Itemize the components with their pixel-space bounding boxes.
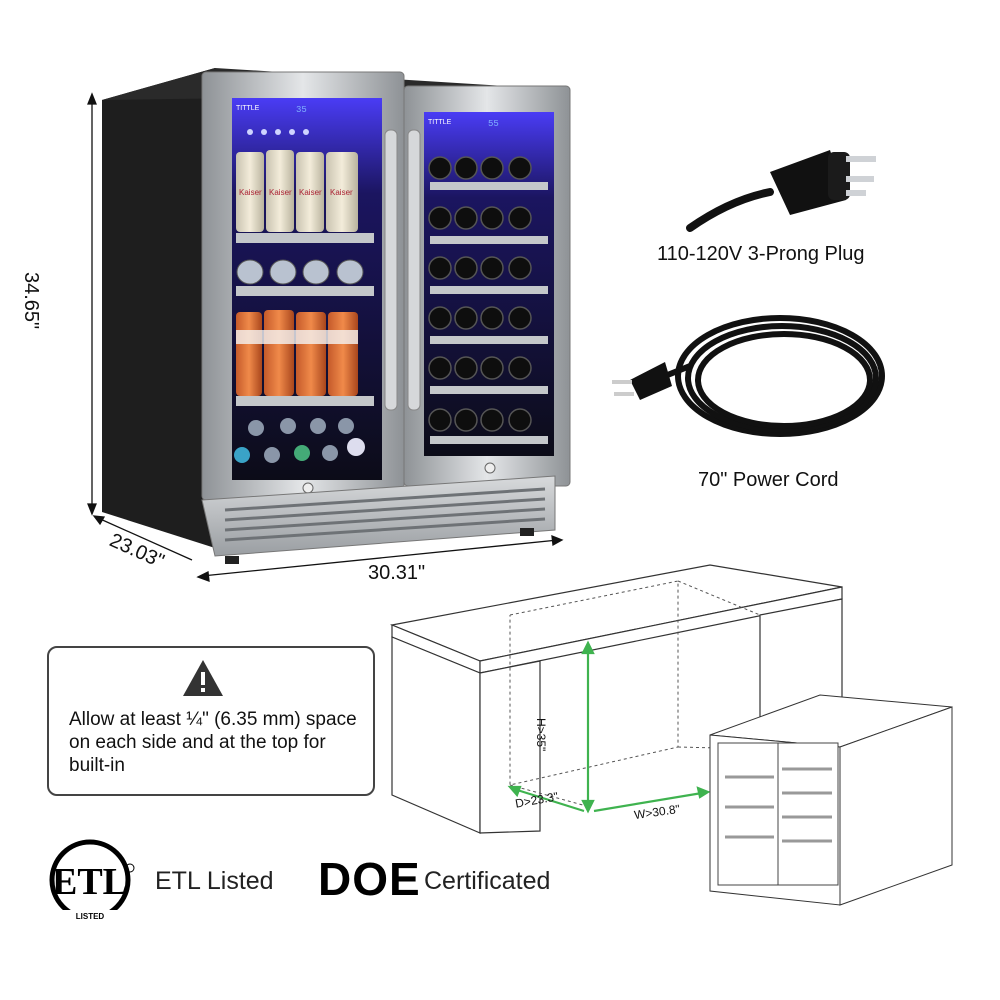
right-handle [407,129,421,411]
doe-label: Certificated [424,867,551,895]
left-handle [384,129,398,411]
height-label: 34.65" [20,272,42,330]
cord-plug [612,362,672,400]
etl-label: ETL Listed [155,867,274,895]
plug-illustration [686,150,876,232]
doe-logo: DOE [318,853,421,905]
can-row-orange [236,310,358,396]
brand-right: TITTLE [428,119,452,126]
cord-illustration [658,315,885,437]
can-row-top: Kaiser Kaiser Kaiser Kaiser [236,150,358,232]
svg-text:ETL: ETL [52,861,128,903]
height-requirement-label: H>35" [534,718,548,752]
install-diagram [389,564,953,906]
wine-racks [428,156,548,444]
right-lock [484,462,496,474]
display-left: 35 [296,105,307,115]
left-lock [302,482,314,494]
etl-logo: ETL LISTED [49,839,135,922]
svg-text:LISTED: LISTED [76,912,105,921]
brand-left: TITTLE [236,105,260,112]
warning-icon [183,660,223,696]
can-row-middle [236,259,364,285]
clearance-note-text: Allow at least ¼" (6.35 mm) space on eac… [69,709,357,776]
svg-text:Kaiser: Kaiser [269,188,292,197]
svg-text:Kaiser: Kaiser [330,188,353,197]
svg-text:Kaiser: Kaiser [239,188,262,197]
cabinet-side [102,68,215,548]
cord-caption: 70" Power Cord [698,469,839,491]
clearance-note: Allow at least ¼" (6.35 mm) space on eac… [47,646,375,796]
small-cooler [709,694,953,906]
svg-text:Kaiser: Kaiser [299,188,322,197]
width-label: 30.31" [368,562,426,584]
display-right: 55 [488,119,499,129]
can-row-bottom [234,418,365,463]
plug-caption: 110-120V 3-Prong Plug [657,243,865,265]
wine-fridge-illustration: TITTLE TITTLE 35 55 Kaiser Kaiser Kaiser… [87,68,885,582]
